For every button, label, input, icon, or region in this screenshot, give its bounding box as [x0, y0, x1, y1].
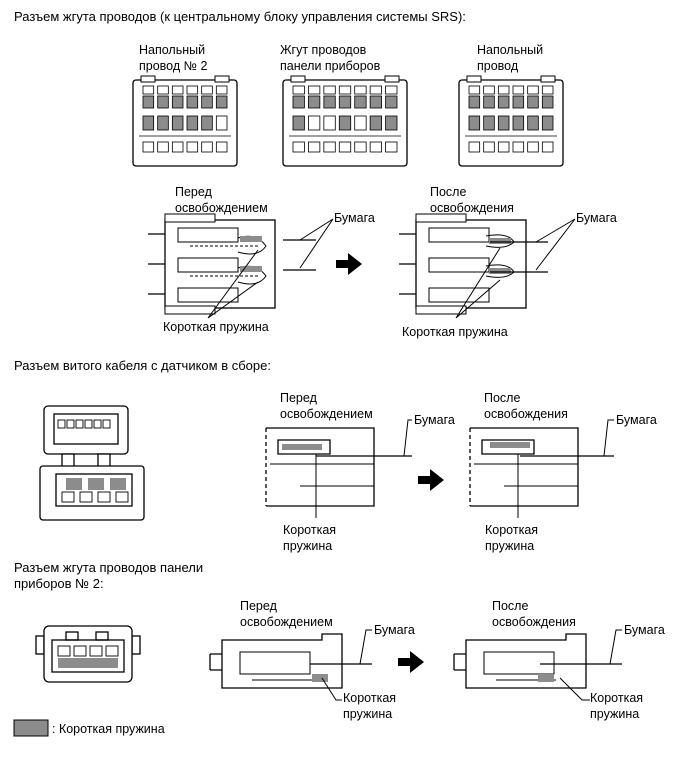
- s3-before-spring-label2: пружина: [343, 707, 392, 721]
- s3-before-spring-label1: Короткая: [343, 691, 396, 705]
- s1-before-line1: Перед: [175, 185, 213, 199]
- s1-after-line2: освобождения: [430, 201, 514, 215]
- s2-before-section-view: [265, 427, 375, 507]
- s3-after-section-view: [453, 633, 587, 689]
- s1-after-spring-label: Короткая пружина: [402, 325, 508, 339]
- s3-after-spring-leader: [559, 677, 590, 701]
- s3-before-section-view: [209, 633, 343, 689]
- section2-title: Разъем витого кабеля с датчиком в сборе:: [14, 358, 271, 373]
- s2-before-paper-label: Бумага: [414, 413, 455, 427]
- s1-before-paper-leader: [299, 218, 334, 269]
- s1-after-paper-leader: [535, 218, 576, 271]
- s3-after-spring-label1: Короткая: [590, 691, 643, 705]
- s1-before-connector-section: [148, 213, 276, 315]
- legend-swatch: [13, 719, 49, 737]
- s2-after-line2: освобождения: [484, 407, 568, 421]
- s3-before-line2: освобождением: [240, 615, 333, 629]
- legend-label: : Короткая пружина: [52, 722, 165, 736]
- s3-after-paper-label: Бумага: [624, 623, 665, 637]
- s3-before-line1: Перед: [240, 599, 278, 613]
- connector3-label-line1: Напольный: [477, 43, 543, 57]
- s2-after-spring-label2: пружина: [485, 539, 534, 553]
- s2-before-short-spring: [282, 444, 322, 450]
- s3-after-short-spring: [538, 674, 554, 682]
- s1-before-line2: освобождением: [175, 201, 268, 215]
- connector-floor-wire: [458, 75, 564, 167]
- connector2-label-line2: панели приборов: [280, 59, 381, 73]
- connector2-label-line1: Жгут проводов: [280, 43, 367, 57]
- s1-before-spring-label: Короткая пружина: [163, 320, 269, 334]
- s2-before-line1: Перед: [280, 391, 318, 405]
- s2-spiral-cable-connector: [39, 405, 145, 521]
- s2-before-spring-label2: пружина: [283, 539, 332, 553]
- s3-after-spring-label2: пружина: [590, 707, 639, 721]
- section3-title-line2: приборов № 2:: [14, 576, 104, 591]
- s2-after-line1: После: [484, 391, 520, 405]
- s2-after-spring-label1: Короткая: [485, 523, 538, 537]
- s1-before-spring-leader: [207, 249, 259, 319]
- s3-instrument-panel-connector: [35, 625, 141, 683]
- section3-title-line1: Разъем жгута проводов панели: [14, 560, 203, 575]
- s2-after-short-spring: [490, 442, 530, 448]
- connector1-label-line2: провод № 2: [139, 59, 207, 73]
- s3-before-short-spring: [312, 674, 328, 682]
- s2-after-paper-label: Бумага: [616, 413, 657, 427]
- s1-after-paper-label: Бумага: [576, 211, 617, 225]
- s2-before-spring-label1: Короткая: [283, 523, 336, 537]
- connector-floor-wire-2: [132, 75, 238, 167]
- connector-instrument-panel-wire: [282, 75, 408, 167]
- section1-title: Разъем жгута проводов (к центральному бл…: [14, 9, 466, 24]
- s2-before-line2: освобождением: [280, 407, 373, 421]
- s3-after-line2: освобождения: [492, 615, 576, 629]
- s3-before-spring-leader: [321, 677, 342, 701]
- s2-after-section-view: [469, 427, 579, 507]
- s1-after-spring-leader: [455, 247, 501, 319]
- s1-before-paper-label: Бумага: [334, 211, 375, 225]
- connector3-label-line2: провод: [477, 59, 519, 73]
- s2-release-arrow: [418, 469, 444, 491]
- s1-release-arrow: [336, 253, 362, 275]
- s3-release-arrow: [398, 651, 424, 673]
- connector1-label-line1: Напольный: [139, 43, 205, 57]
- s3-before-paper-label: Бумага: [374, 623, 415, 637]
- s1-after-connector-section: [399, 213, 527, 315]
- s3-after-line1: После: [492, 599, 528, 613]
- s1-after-line1: После: [430, 185, 466, 199]
